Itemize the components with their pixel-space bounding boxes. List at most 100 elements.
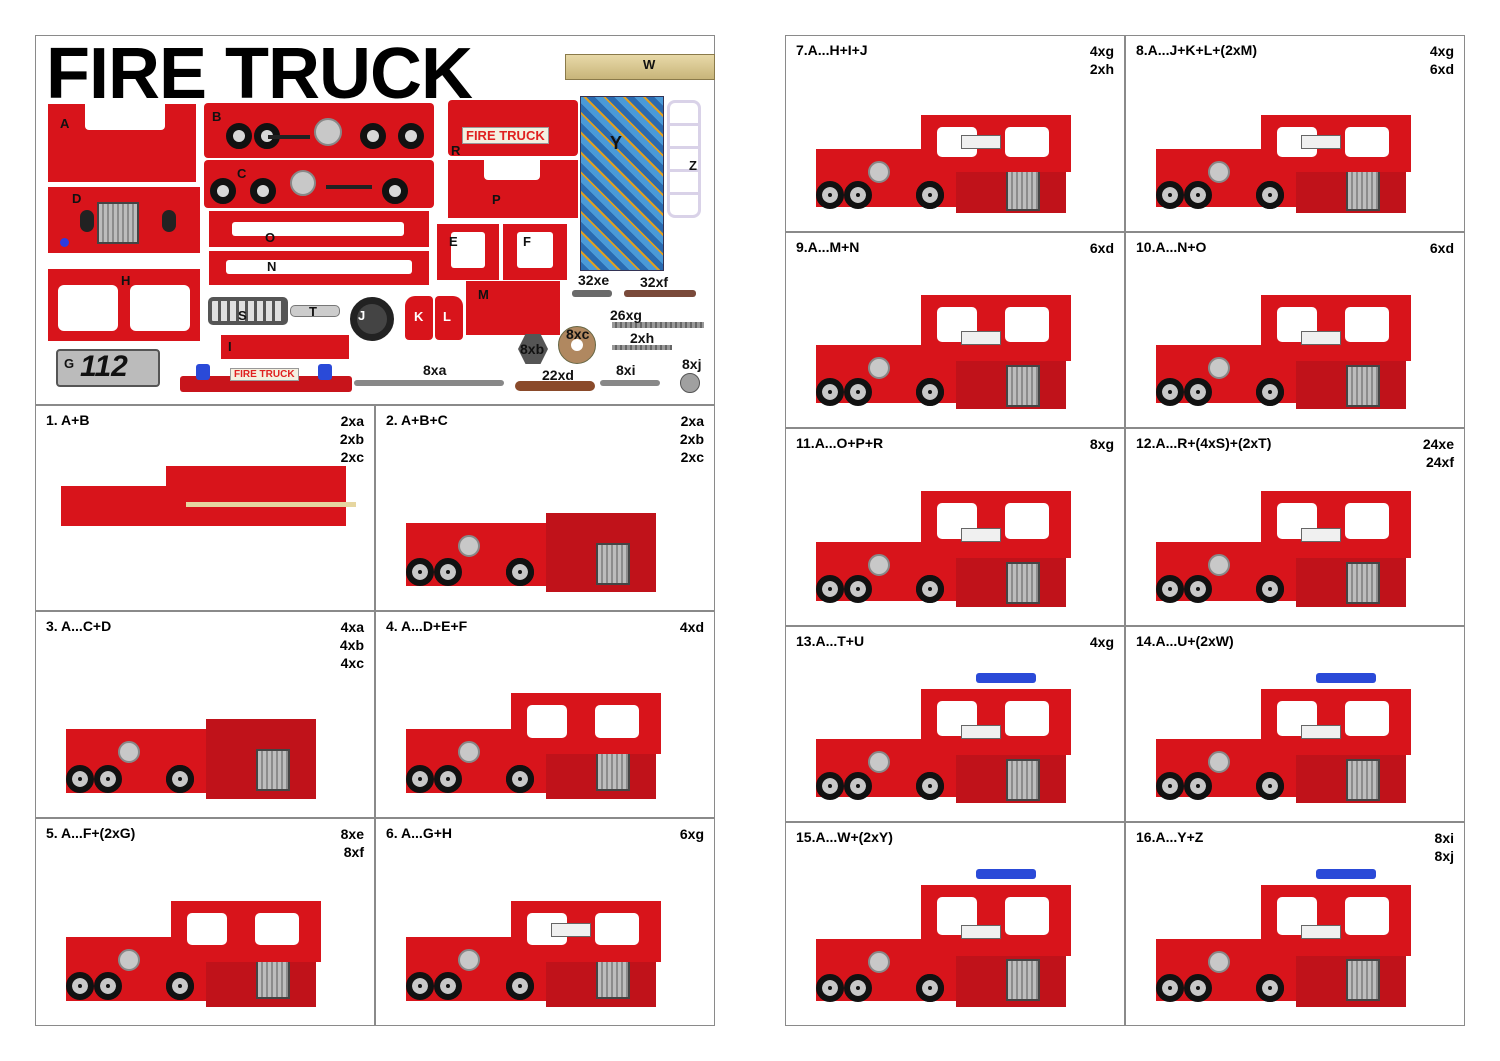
hose-reel-icon [458,534,480,557]
step-hardware-list: 8xg [1090,435,1114,453]
part-f-window [517,232,553,268]
part-label-b: B [212,109,222,124]
window [1345,897,1389,935]
wheel-icon [1256,973,1284,1002]
wheel-icon [66,972,94,1001]
grill-icon [1006,365,1040,408]
hose-reel-icon [868,357,890,380]
part-label-k: K [414,309,424,324]
step-illustration [786,36,1124,231]
blue-beacon-icon [1316,673,1376,683]
hw-label-xb: 8xb [520,341,545,357]
wheel-icon [1156,575,1184,604]
step-label: 16.A...Y+Z [1136,829,1204,845]
step-label: 12.A...R+(4xS)+(2xT) [1136,435,1272,451]
part-label-i: I [228,339,232,354]
hose-reel-icon [868,160,890,183]
window [187,912,227,946]
blue-beacon-icon [976,869,1036,879]
step-illustration [786,429,1124,625]
wheel-icon [844,377,872,406]
part-label-l: L [443,309,451,324]
step-hardware-item: 2xa [340,413,364,429]
part-label-o: O [265,230,276,245]
step-hardware-item: 4xb [339,637,364,653]
beacon-sign: FIRE TRUCK [230,368,299,381]
part-label-p: P [492,192,501,207]
wheel-icon [406,557,434,586]
step-label: 10.A...N+O [1136,239,1207,255]
parts-panel [35,35,715,405]
fire-truck-sign: FIRE TRUCK [462,127,549,144]
blue-light-icon [60,238,69,247]
hw-label-xe: 32xe [578,272,610,288]
long-bolt-icon [354,380,504,386]
step-hardware-item: 24xf [1425,454,1454,470]
wheel-icon [434,557,462,586]
part-label-h: H [121,273,131,288]
grill-icon [1346,168,1380,211]
hose-reel-icon [314,118,342,146]
step-illustration [376,612,714,817]
part-n-slot [226,260,412,274]
step-label: 1. A+B [46,412,90,428]
grill-icon [1346,365,1380,408]
step-cell-10: 10.A...N+O 6xd [1125,232,1465,428]
wheel-icon [816,771,844,800]
part-u-beacon [180,376,352,392]
step-illustration [1126,36,1464,231]
grill-icon [1346,759,1380,802]
wheel-icon [916,377,944,406]
part-l [435,296,463,340]
part-label-t: T [309,304,317,319]
step-hardware-item: 6xd [1429,240,1454,256]
wheel-icon [844,575,872,604]
step-illustration [1126,627,1464,821]
part-label-j: J [358,308,366,323]
grill-icon [1006,759,1040,802]
wheel-icon [1156,181,1184,210]
part-label-z: Z [689,158,697,173]
wheel-icon [506,764,534,793]
part-label-g: G [64,356,75,371]
part-o-slot [232,222,404,236]
window [595,912,639,946]
grill-icon [97,202,139,244]
grill-icon [256,749,290,792]
hw-label-xf: 32xf [640,274,669,290]
wheel-icon [816,377,844,406]
step-illustration [786,233,1124,427]
wheel-icon [1256,575,1284,604]
wheel-icon [1184,771,1212,800]
nut-icon [518,334,548,364]
step-cell-15: 15.A...W+(2xY) [785,822,1125,1026]
step-hardware-item: 6xd [1429,61,1454,77]
wheel-icon [406,972,434,1001]
hw-label-xh: 2xh [630,330,655,346]
wheel-icon [66,764,94,793]
wheel-icon [1256,377,1284,406]
bed-panel [166,466,346,526]
step-label: 6. A...G+H [386,825,453,841]
step-hardware-item: 4xa [340,619,364,635]
part-label-c: C [237,166,247,181]
grill-icon [596,749,630,792]
wheel-icon [382,178,408,204]
wheel-icon [916,973,944,1002]
part-label-n: N [267,259,277,274]
hw-label-xi: 8xi [616,362,636,378]
part-w-board [565,54,715,80]
hose-reel-icon [868,950,890,973]
step-label: 9.A...M+N [796,239,860,255]
step-hardware-item: 2xc [680,449,704,465]
grill-icon [1006,168,1040,211]
wheel-icon [506,557,534,586]
hw-label-xa: 8xa [423,362,447,378]
window [1005,700,1049,737]
part-label-m: M [478,287,489,302]
wheel-icon [210,178,236,204]
window [1345,127,1389,158]
step-hardware-list: 4xd [680,618,704,636]
